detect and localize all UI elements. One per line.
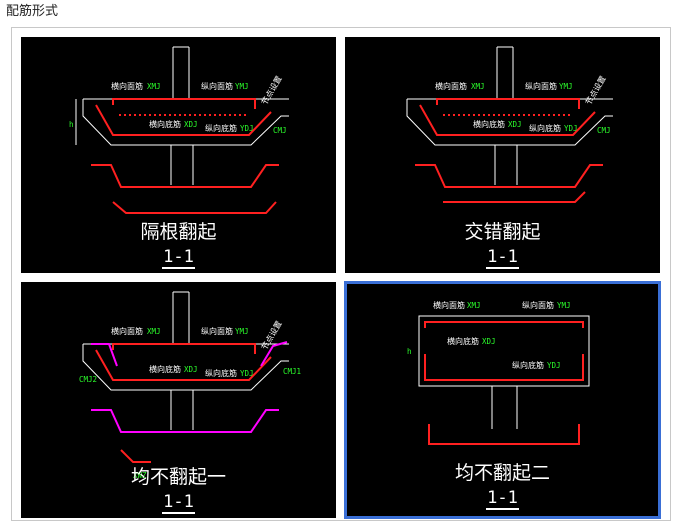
svg-text:XDJ: XDJ: [184, 365, 198, 374]
svg-text:横向底筋: 横向底筋: [473, 119, 505, 129]
svg-text:横向面筋: 横向面筋: [433, 300, 465, 310]
diagram-4: 横向面筋 XMJ 纵向面筋 YMJ 横向底筋 XDJ 纵向底筋 YDJ h: [407, 300, 590, 445]
svg-text:XMJ: XMJ: [147, 327, 161, 336]
svg-text:横向底筋: 横向底筋: [149, 119, 181, 129]
svg-text:纵向面筋: 纵向面筋: [201, 81, 233, 91]
svg-text:YMJ: YMJ: [557, 301, 571, 310]
svg-text:纵向底筋: 纵向底筋: [512, 360, 544, 370]
section-mark-3: 1-1: [162, 492, 195, 514]
option-tile-1[interactable]: 横向面筋 XMJ 纵向面筋 YMJ 横向底筋 XDJ 纵向底筋 YDJ CMJ …: [21, 37, 336, 273]
options-panel: 横向面筋 XMJ 纵向面筋 YMJ 横向底筋 XDJ 纵向底筋 YDJ CMJ …: [11, 27, 671, 521]
svg-text:横向面筋: 横向面筋: [111, 81, 143, 91]
option-tile-3[interactable]: 横向面筋 XMJ 纵向面筋 YMJ 横向底筋 XDJ 纵向底筋 YDJ CMJ1…: [21, 282, 336, 518]
diagram-2: 横向面筋 XMJ 纵向面筋 YMJ 横向底筋 XDJ 纵向底筋 YDJ CMJ …: [406, 46, 613, 203]
svg-text:YDJ: YDJ: [564, 124, 578, 133]
svg-text:CMJ1: CMJ1: [283, 367, 301, 376]
svg-text:h: h: [407, 347, 412, 356]
option-tile-2[interactable]: 横向面筋 XMJ 纵向面筋 YMJ 横向底筋 XDJ 纵向底筋 YDJ CMJ …: [345, 37, 660, 273]
svg-text:YDJ: YDJ: [240, 369, 254, 378]
svg-text:纵向底筋: 纵向底筋: [205, 368, 237, 378]
svg-text:纵向底筋: 纵向底筋: [205, 123, 237, 133]
svg-text:XDJ: XDJ: [508, 120, 522, 129]
option-name-4: 均不翻起二: [454, 462, 550, 484]
window-title: 配筋形式: [6, 4, 59, 19]
svg-text:YDJ: YDJ: [547, 361, 561, 370]
option-tile-4[interactable]: 横向面筋 XMJ 纵向面筋 YMJ 横向底筋 XDJ 纵向底筋 YDJ h 均不…: [344, 281, 661, 519]
svg-text:YDJ: YDJ: [240, 124, 254, 133]
section-mark-4: 1-1: [486, 488, 519, 510]
svg-text:YMJ: YMJ: [235, 82, 249, 91]
svg-text:CMJ2: CMJ2: [79, 375, 97, 384]
svg-text:纵向面筋: 纵向面筋: [201, 326, 233, 336]
svg-text:节点设置: 节点设置: [259, 74, 284, 107]
svg-text:CMJ: CMJ: [597, 126, 611, 135]
svg-text:XDJ: XDJ: [482, 337, 496, 346]
svg-text:XDJ: XDJ: [184, 120, 198, 129]
svg-text:横向面筋: 横向面筋: [435, 81, 467, 91]
svg-text:横向底筋: 横向底筋: [447, 336, 479, 346]
svg-text:CMJ: CMJ: [273, 126, 287, 135]
option-name-1: 隔根翻起: [140, 221, 217, 243]
section-mark-1: 1-1: [162, 247, 195, 269]
svg-text:纵向底筋: 纵向底筋: [529, 123, 561, 133]
svg-text:YMJ: YMJ: [559, 82, 573, 91]
svg-text:XMJ: XMJ: [467, 301, 481, 310]
svg-text:XMJ: XMJ: [471, 82, 485, 91]
svg-text:纵向面筋: 纵向面筋: [525, 81, 557, 91]
option-name-2: 交错翻起: [464, 221, 541, 243]
diagram-1: 横向面筋 XMJ 纵向面筋 YMJ 横向底筋 XDJ 纵向底筋 YDJ CMJ …: [69, 46, 289, 214]
svg-text:XWZ: XWZ: [133, 471, 147, 480]
section-mark-2: 1-1: [486, 247, 519, 269]
svg-text:YMJ: YMJ: [235, 327, 249, 336]
option-name-3: 均不翻起一: [130, 466, 226, 488]
svg-text:横向面筋: 横向面筋: [111, 326, 143, 336]
svg-text:纵向面筋: 纵向面筋: [522, 300, 554, 310]
svg-text:XMJ: XMJ: [147, 82, 161, 91]
svg-text:横向底筋: 横向底筋: [149, 364, 181, 374]
svg-text:h: h: [69, 120, 74, 129]
diagram-3: 横向面筋 XMJ 纵向面筋 YMJ 横向底筋 XDJ 纵向底筋 YDJ CMJ1…: [79, 291, 301, 480]
svg-text:节点设置: 节点设置: [583, 74, 608, 107]
